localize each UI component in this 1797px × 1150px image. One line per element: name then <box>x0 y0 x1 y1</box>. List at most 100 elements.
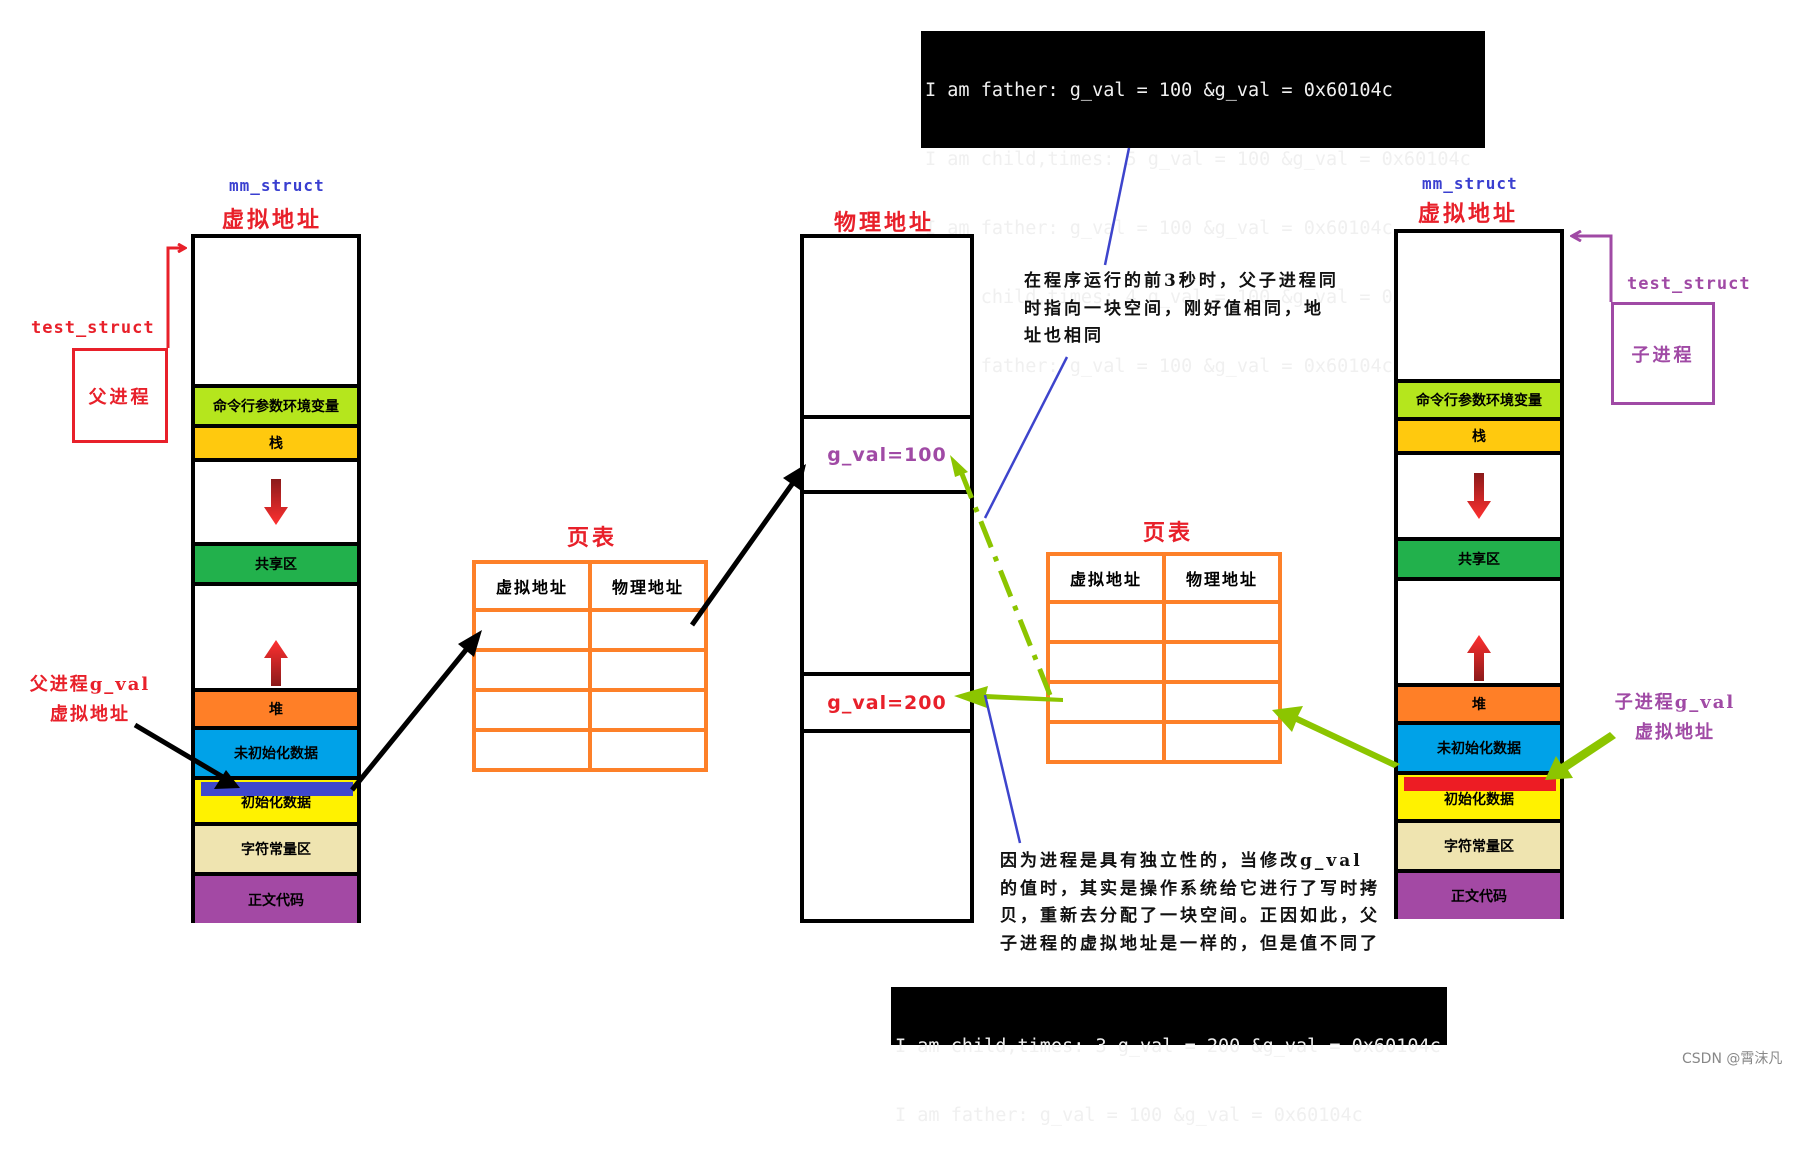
segment-label: 堆 <box>269 702 283 718</box>
page-table-left-title: 页表 <box>567 525 618 551</box>
table-row <box>1046 720 1282 764</box>
parent-gval-marker <box>201 782 353 796</box>
parent-segment-heap: 堆 <box>195 688 357 726</box>
table-cell <box>1162 640 1282 684</box>
segment-label: 初始化数据 <box>1444 792 1514 808</box>
table-cell <box>1046 600 1166 644</box>
terminal-output-bottom: I am child,times: 3 g_val = 200 &g_val =… <box>891 987 1447 1126</box>
parent-virtual-address-title: 虚拟地址 <box>222 207 323 233</box>
physical-block-top <box>804 234 970 415</box>
segment-label: 栈 <box>1472 429 1486 445</box>
parent-gval-label-line1: 父进程g_val <box>29 674 151 695</box>
child-gval-marker <box>1404 777 1556 791</box>
child-segment-top-empty <box>1398 229 1560 379</box>
table-cell <box>1046 720 1166 764</box>
terminal-line: I am father: g_val = 100 &g_val = 0x6010… <box>925 80 1393 101</box>
parent-process-box: 父进程 <box>72 348 168 443</box>
child-process-box: 子进程 <box>1611 302 1715 405</box>
segment-label: 命令行参数环境变量 <box>213 399 339 415</box>
arrow-up-icon <box>1467 635 1491 681</box>
table-cell <box>1046 680 1166 724</box>
table-row <box>1046 680 1282 724</box>
terminal-output-top: I am father: g_val = 100 &g_val = 0x6010… <box>921 31 1485 377</box>
child-segment-stack-growth <box>1398 451 1560 537</box>
terminal-line: I am child,times: 3 g_val = 200 &g_val =… <box>895 1036 1441 1057</box>
table-cell <box>588 608 708 652</box>
segment-label: 字符常量区 <box>241 842 311 858</box>
page-table-to-physical-arrow <box>689 464 806 627</box>
parent-mm-struct-label: mm_struct <box>229 176 325 195</box>
table-cell <box>1162 680 1282 724</box>
parent-segment-stack-growth <box>195 458 357 542</box>
table-cell <box>588 728 708 772</box>
physical-gval-200-label: g_val=200 <box>827 691 947 714</box>
table-row <box>1046 600 1282 644</box>
child-virtual-address-space: 命令行参数环境变量 栈 共享区 堆 未初始化数据 初始化数据 字符常量区 正文代… <box>1394 229 1564 919</box>
header-virtual-address: 虚拟地址 <box>1046 552 1166 604</box>
table-cell <box>472 648 592 692</box>
table-cell <box>1162 720 1282 764</box>
physical-block-gval-200: g_val=200 <box>804 672 970 729</box>
child-segment-cmdline-env: 命令行参数环境变量 <box>1398 379 1560 417</box>
child-segment-heap-growth <box>1398 577 1560 683</box>
table-cell <box>472 728 592 772</box>
parent-segment-data: 初始化数据 <box>195 776 357 822</box>
parent-process-label: 父进程 <box>88 386 152 408</box>
watermark: CSDN @霄沫凡 <box>1682 1051 1783 1067</box>
child-segment-data: 初始化数据 <box>1398 771 1560 819</box>
table-header-row: 虚拟地址 物理地址 <box>1046 552 1282 604</box>
child-process-label: 子进程 <box>1631 344 1695 366</box>
arrow-up-icon <box>264 640 288 686</box>
physical-block-middle <box>804 490 970 672</box>
parent-segment-bss: 未初始化数据 <box>195 726 357 776</box>
parent-gval-label-line2: 虚拟地址 <box>50 704 130 725</box>
table-row <box>472 648 708 692</box>
parent-virtual-address-space: 命令行参数环境变量 栈 共享区 堆 未初始化数据 初始化数据 字符常量区 正文代… <box>191 234 361 923</box>
segment-label: 未初始化数据 <box>1437 741 1521 757</box>
segment-label: 正文代码 <box>248 892 304 909</box>
page-table-left: 虚拟地址 物理地址 <box>472 560 708 772</box>
table-cell <box>588 648 708 692</box>
child-segment-stack: 栈 <box>1398 417 1560 451</box>
parent-task-pointer-line <box>166 248 185 348</box>
segment-label: 未初始化数据 <box>234 746 318 762</box>
physical-block-bottom <box>804 729 970 923</box>
page-table-right-title: 页表 <box>1143 520 1194 546</box>
child-segment-heap: 堆 <box>1398 683 1560 721</box>
child-segment-rodata: 字符常量区 <box>1398 819 1560 869</box>
child-task-pointer-line <box>1572 236 1613 302</box>
parent-segment-heap-growth <box>195 582 357 688</box>
note-copy-on-write: 因为进程是具有独立性的，当修改g_val的值时，其实是操作系统给它进行了写时拷贝… <box>1000 851 1380 954</box>
note-bottom-pointer-line <box>983 694 1022 844</box>
segment-label: 栈 <box>269 436 283 452</box>
parent-task-struct-label: test_struct <box>31 318 155 338</box>
parent-segment-text: 正文代码 <box>195 872 357 923</box>
table-cell <box>472 688 592 732</box>
child-mm-struct-label: mm_struct <box>1422 174 1518 193</box>
child-segment-text: 正文代码 <box>1398 869 1560 919</box>
parent-segment-shared: 共享区 <box>195 542 357 582</box>
child-task-struct-label: test_struct <box>1627 274 1751 294</box>
parent-to-page-table-arrow <box>350 630 482 792</box>
table-row <box>472 728 708 772</box>
table-cell <box>1046 640 1166 684</box>
segment-label: 初始化数据 <box>241 795 311 811</box>
table-row <box>1046 640 1282 684</box>
table-header-row: 虚拟地址 物理地址 <box>472 560 708 612</box>
table-cell <box>588 688 708 732</box>
header-physical-address: 物理地址 <box>588 560 708 612</box>
table-cell <box>472 608 592 652</box>
child-gval-label-line2: 虚拟地址 <box>1635 722 1715 743</box>
page-table-right: 虚拟地址 物理地址 <box>1046 552 1282 764</box>
parent-segment-top-empty <box>195 234 357 384</box>
parent-gval-label: 父进程g_val 虚拟地址 <box>20 670 160 730</box>
header-virtual-address: 虚拟地址 <box>472 560 592 612</box>
parent-segment-rodata: 字符常量区 <box>195 822 357 872</box>
physical-address-title: 物理地址 <box>834 210 935 236</box>
parent-segment-stack: 栈 <box>195 424 357 458</box>
note-shared-page: 在程序运行的前3秒时，父子进程同时指向一块空间，刚好值相同，地址也相同 <box>1024 271 1339 346</box>
child-to-page-table-arrow <box>1272 706 1400 768</box>
arrow-down-icon <box>1467 473 1491 519</box>
terminal-line: I am father: g_val = 100 &g_val = 0x6010… <box>895 1105 1363 1126</box>
parent-segment-cmdline-env: 命令行参数环境变量 <box>195 384 357 424</box>
